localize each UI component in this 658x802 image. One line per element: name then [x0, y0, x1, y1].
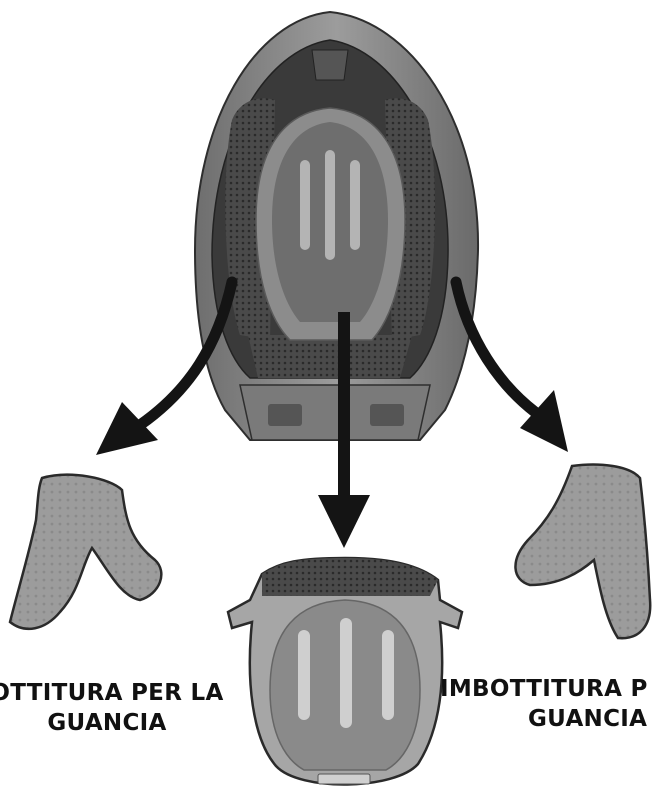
- comfort-liner: [228, 558, 462, 785]
- caption-line: GUANCIA: [0, 708, 232, 738]
- left-cheek-pad-caption: OTTITURA PER LA GUANCIA: [0, 678, 232, 738]
- helmet-shell: [195, 12, 478, 440]
- caption-line: OTTITURA PER LA: [0, 678, 232, 708]
- right-cheek-pad-caption: IMBOTTITURA P GUANCIA: [440, 674, 658, 734]
- left-cheek-pad: [10, 475, 161, 629]
- caption-line: GUANCIA: [440, 704, 658, 734]
- right-cheek-pad: [515, 465, 650, 639]
- caption-line: IMBOTTITURA P: [440, 674, 658, 704]
